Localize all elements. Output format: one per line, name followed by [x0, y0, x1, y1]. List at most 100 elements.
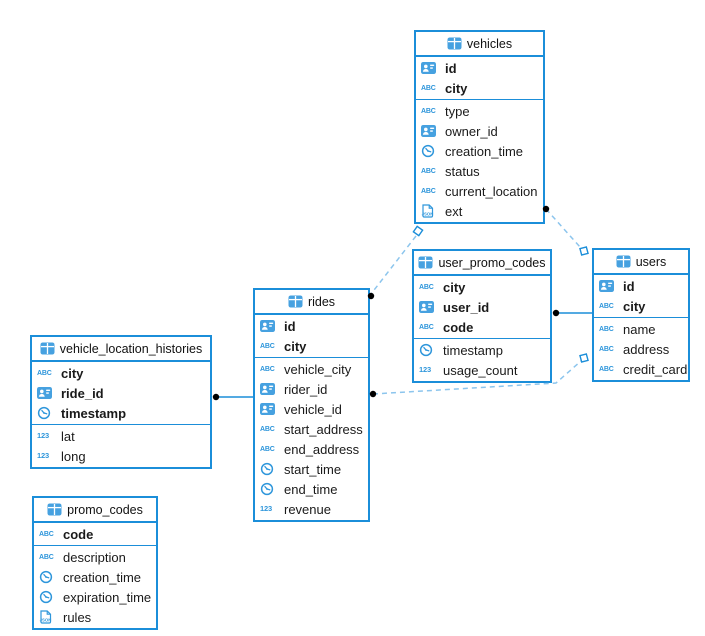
- relation-endpoint-diamond: [579, 246, 589, 256]
- column-name: end_time: [284, 481, 338, 497]
- table-header-rides[interactable]: rides: [255, 290, 368, 315]
- column-row-vehicle_id[interactable]: vehicle_id: [255, 399, 368, 419]
- text-icon: ABC: [421, 167, 436, 175]
- column-name: long: [61, 448, 86, 464]
- relation-line-vehicles-rides[interactable]: [370, 235, 417, 295]
- relation-line-vehicles-users[interactable]: [545, 208, 581, 248]
- column-row-lat[interactable]: 123 lat: [32, 426, 210, 446]
- table-title: users: [635, 254, 667, 269]
- time-icon: [39, 570, 58, 584]
- number-icon: 123: [37, 431, 49, 441]
- table-icon: [47, 503, 62, 516]
- column-name: lat: [61, 428, 75, 444]
- column-row-timestamp[interactable]: timestamp: [414, 340, 550, 360]
- column-name: owner_id: [445, 123, 498, 139]
- svg-text:JSON: JSON: [422, 212, 434, 217]
- column-row-owner_id[interactable]: owner_id: [416, 121, 543, 141]
- json-icon: JSON: [421, 204, 440, 218]
- table-title: vehicles: [466, 36, 513, 51]
- uuid-icon: [260, 383, 279, 395]
- column-row-id[interactable]: id: [416, 58, 543, 78]
- svg-text:JSON: JSON: [40, 618, 52, 623]
- column-name: rules: [63, 609, 92, 625]
- text-icon: ABC: [421, 84, 436, 92]
- text-icon: ABC: [599, 325, 614, 333]
- column-row-start_time[interactable]: start_time: [255, 459, 368, 479]
- column-row-end_time[interactable]: end_time: [255, 479, 368, 499]
- time-icon: [421, 144, 440, 158]
- column-name: end_address: [284, 441, 360, 457]
- table-header-vehicles[interactable]: vehicles: [416, 32, 543, 57]
- table-title: user_promo_codes: [438, 255, 546, 270]
- table-header-promo_codes[interactable]: promo_codes: [34, 498, 156, 523]
- table-icon: [418, 256, 433, 269]
- table-icon: [40, 342, 55, 355]
- column-row-rules[interactable]: JSON rules: [34, 607, 156, 627]
- column-row-user_id[interactable]: user_id: [414, 297, 550, 317]
- column-name: code: [443, 319, 474, 335]
- column-row-creation_time[interactable]: creation_time: [34, 567, 156, 587]
- column-row-rider_id[interactable]: rider_id: [255, 379, 368, 399]
- text-icon: ABC: [260, 365, 275, 373]
- column-name: code: [63, 526, 94, 542]
- relation-line-rides-users[interactable]: [372, 360, 582, 395]
- table-header-user_promo_codes[interactable]: user_promo_codes: [414, 251, 550, 276]
- column-name: creation_time: [63, 569, 142, 585]
- column-name: start_time: [284, 461, 342, 477]
- column-row-id[interactable]: id: [594, 276, 688, 296]
- table-header-vehicle_location_histories[interactable]: vehicle_location_histories: [32, 337, 210, 362]
- table-header-users[interactable]: users: [594, 250, 688, 275]
- number-icon: 123: [419, 365, 431, 375]
- column-name: address: [623, 341, 670, 357]
- column-name: city: [623, 298, 646, 314]
- column-name: type: [445, 103, 470, 119]
- column-name: ext: [445, 203, 463, 219]
- column-row-creation_time[interactable]: creation_time: [416, 141, 543, 161]
- table-icon: [447, 37, 462, 50]
- text-icon: ABC: [599, 365, 614, 373]
- uuid-icon: [260, 320, 279, 332]
- relation-endpoint-diamond: [412, 225, 424, 237]
- column-row-ride_id[interactable]: ride_id: [32, 383, 210, 403]
- column-row-expiration_time[interactable]: expiration_time: [34, 587, 156, 607]
- column-row-ext[interactable]: JSON ext: [416, 201, 543, 221]
- uuid-icon: [421, 62, 440, 74]
- column-row-long[interactable]: 123 long: [32, 446, 210, 466]
- time-icon: [260, 482, 279, 496]
- number-icon: 123: [37, 451, 49, 461]
- column-row-timestamp[interactable]: timestamp: [32, 403, 210, 423]
- time-icon: [260, 462, 279, 476]
- column-row-id[interactable]: id: [255, 316, 368, 336]
- column-name: revenue: [284, 501, 331, 517]
- column-name: timestamp: [443, 342, 503, 358]
